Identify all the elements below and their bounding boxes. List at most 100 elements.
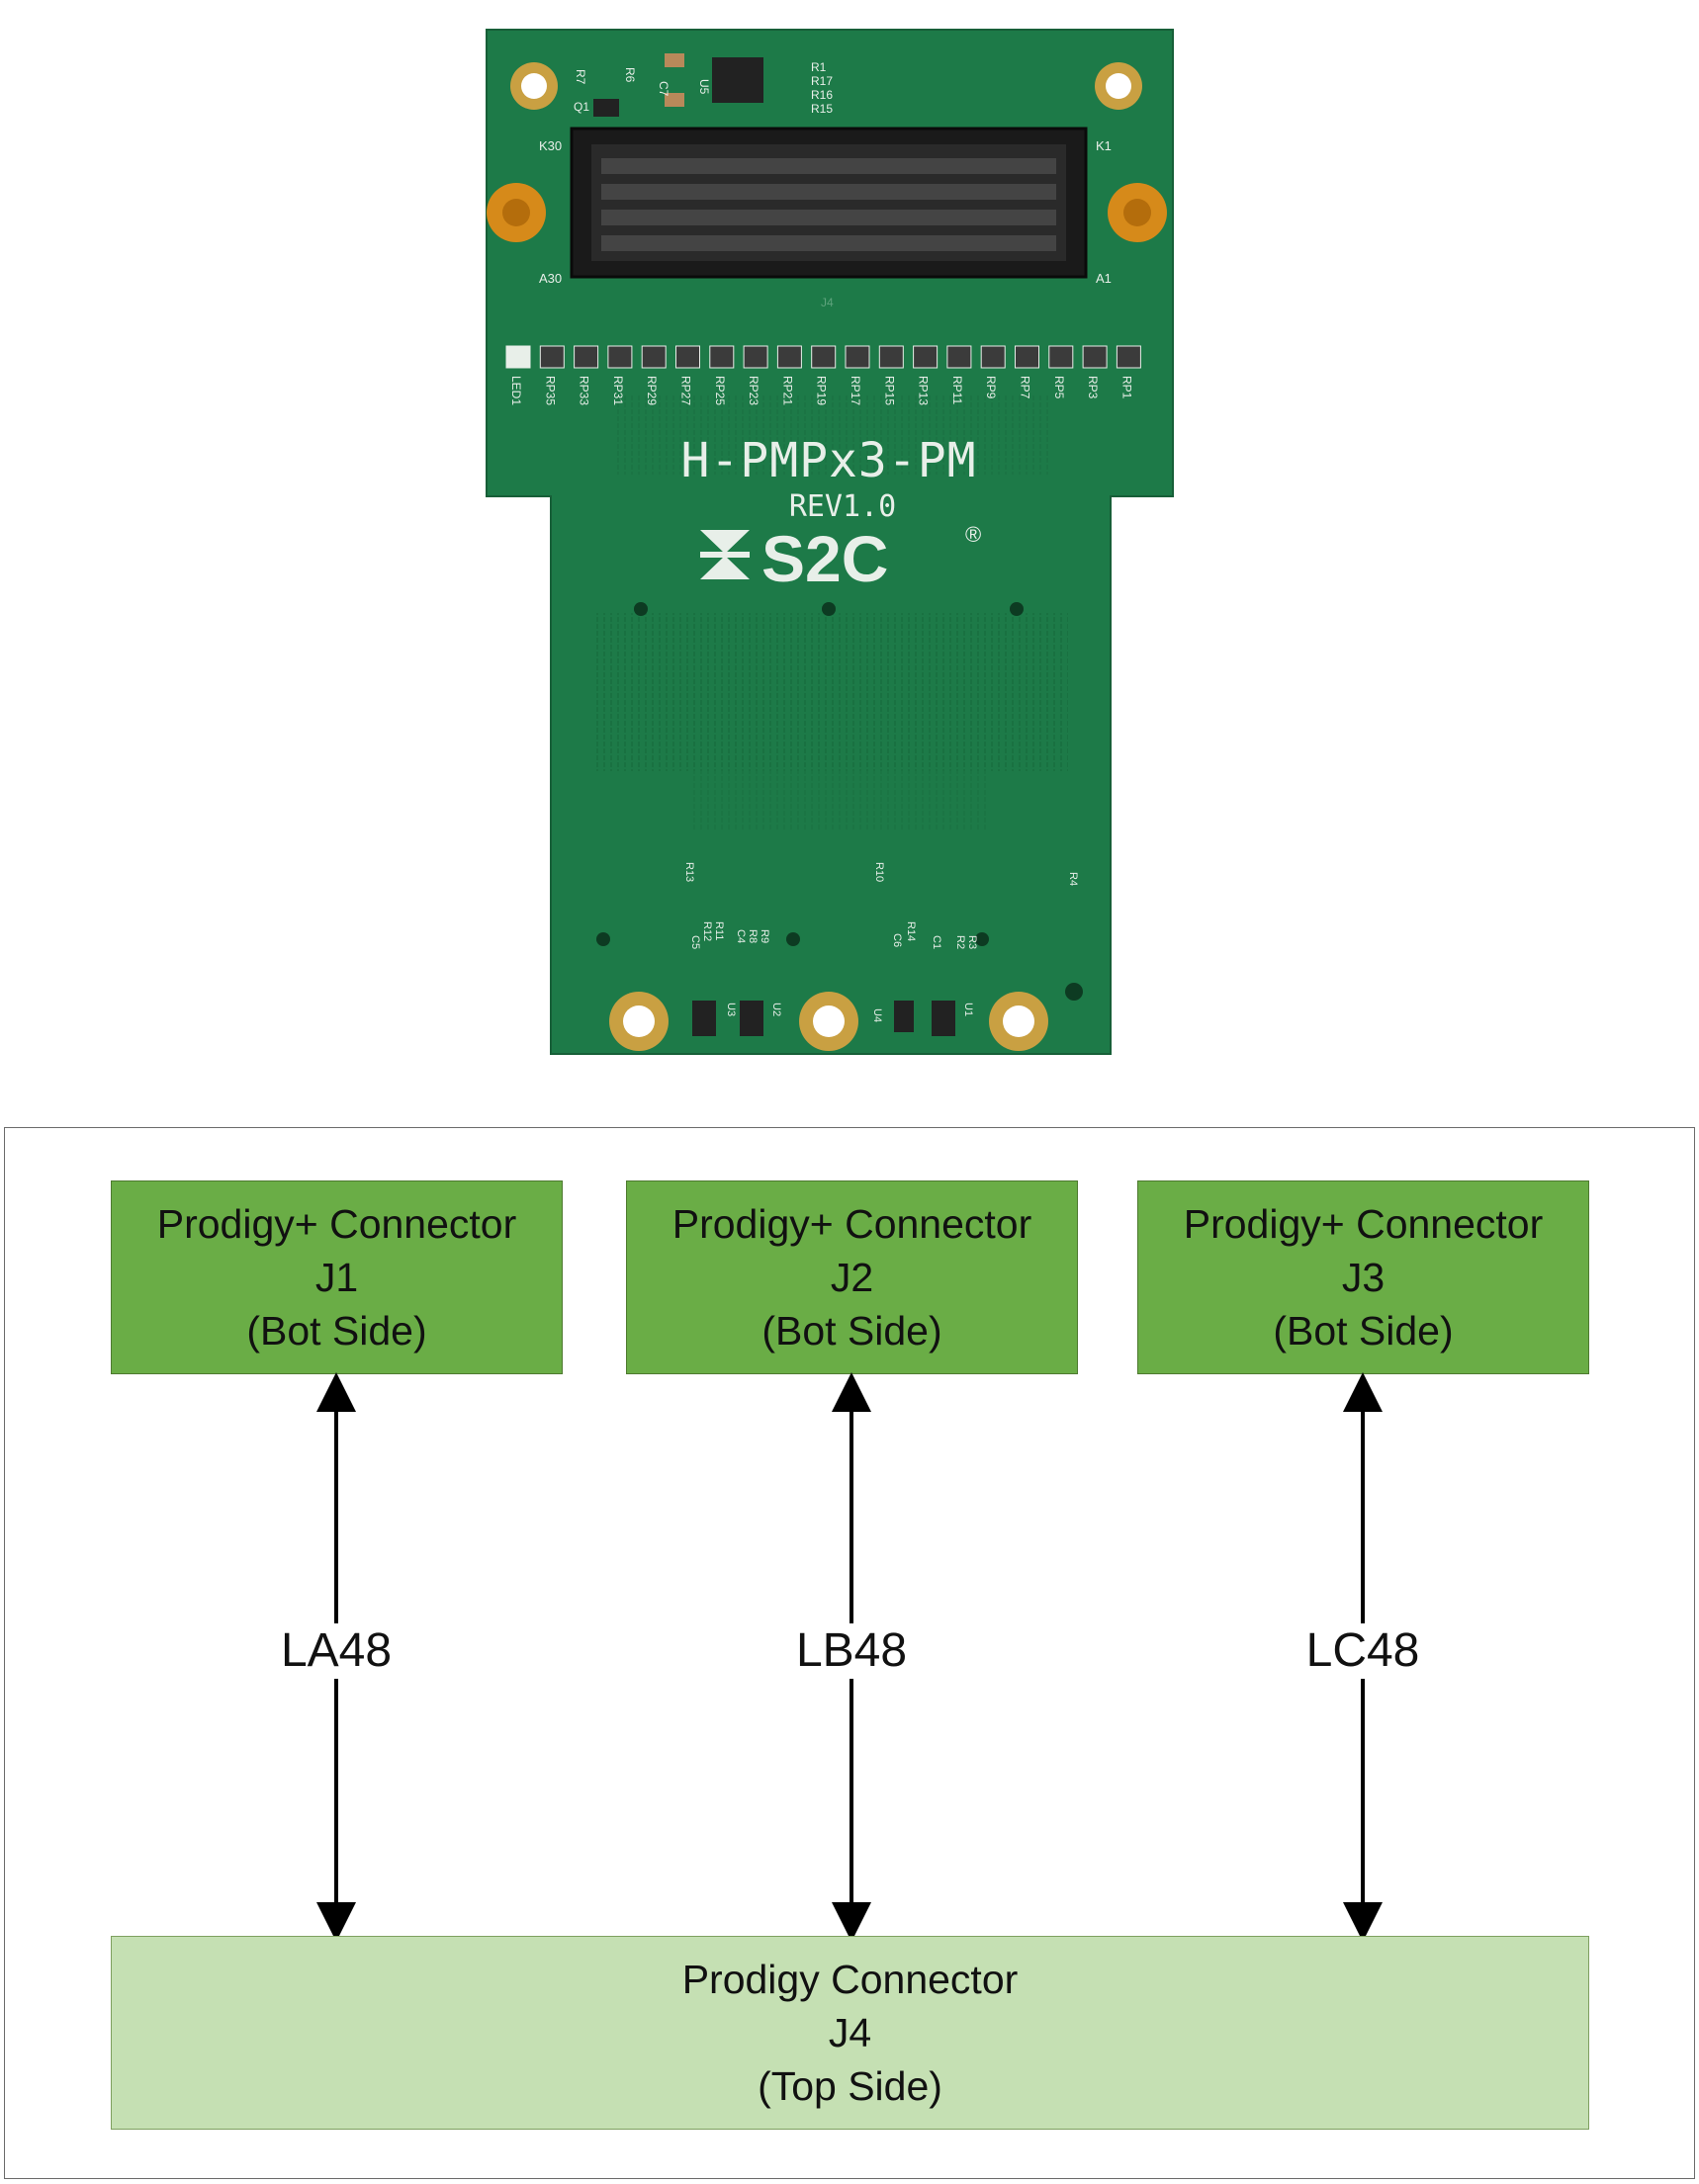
resistor-pack <box>539 345 565 369</box>
silkscreen-label: R10 <box>873 862 885 882</box>
silkscreen-label: R6 <box>623 67 637 83</box>
silkscreen-label: RP19 <box>815 376 829 405</box>
silkscreen-label: RP21 <box>780 376 794 405</box>
silkscreen-label: R2 <box>954 935 966 949</box>
ic-chip <box>932 1001 955 1036</box>
silkscreen-label: C7 <box>657 81 671 97</box>
via <box>822 602 836 616</box>
silkscreen-label: RP11 <box>950 376 964 404</box>
pcb-outline <box>486 29 1174 1055</box>
mounting-hole <box>1095 62 1142 110</box>
resistor-pack <box>1082 345 1108 369</box>
silkscreen-label: R1 <box>811 60 827 74</box>
silkscreen-label: RP9 <box>984 376 998 399</box>
bus-label-lc48: LC48 <box>1284 1623 1442 1679</box>
mounting-hole <box>989 992 1048 1051</box>
resistor-pack <box>1048 345 1074 369</box>
bus-label-la48: LA48 <box>257 1623 415 1679</box>
silkscreen-label: C6 <box>891 933 903 947</box>
connector-name: Prodigy+ Connector <box>1183 1201 1544 1247</box>
connector-j4-box: Prodigy Connector J4 (Top Side) <box>111 1936 1589 2130</box>
silkscreen-label: RP35 <box>543 376 557 405</box>
pin-label: A30 <box>539 271 562 286</box>
silkscreen-label: R8 <box>747 929 759 943</box>
ic-chip <box>692 1001 716 1036</box>
silkscreen-label: R13 <box>683 862 695 882</box>
connector-j2-box: Prodigy+ Connector J2 (Bot Side) <box>626 1180 1078 1374</box>
connector-j1-box: Prodigy+ Connector J1 (Bot Side) <box>111 1180 563 1374</box>
connector-side: (Top Side) <box>758 2063 942 2109</box>
connector-side: (Bot Side) <box>761 1308 942 1354</box>
resistor-pack <box>709 345 735 369</box>
bus-label-lb48: LB48 <box>772 1623 931 1679</box>
silkscreen-label: R17 <box>811 74 833 88</box>
resistor-pack <box>641 345 667 369</box>
mounting-hole <box>510 62 558 110</box>
connector-j3-box: Prodigy+ Connector J3 (Bot Side) <box>1137 1180 1589 1374</box>
pin-label: K1 <box>1096 138 1112 153</box>
resistor-pack <box>878 345 904 369</box>
connector-name: Prodigy+ Connector <box>156 1201 517 1247</box>
silkscreen-label: RP7 <box>1019 376 1032 399</box>
resistor-pack <box>845 345 870 369</box>
main-connector <box>570 127 1088 279</box>
pin-label: K30 <box>539 138 562 153</box>
silkscreen-label: RP29 <box>645 376 659 405</box>
resistor-pack <box>776 345 802 369</box>
ic-chip <box>712 57 763 103</box>
silkscreen-label: R4 <box>1067 872 1079 886</box>
trace-area <box>692 771 989 830</box>
resistor-pack <box>607 345 633 369</box>
via <box>975 932 989 946</box>
silkscreen-label: U1 <box>962 1003 974 1016</box>
silkscreen-label: U4 <box>871 1008 883 1022</box>
logo-registered: ® <box>965 522 981 547</box>
silkscreen-label: RP33 <box>578 376 591 405</box>
pin-label: A1 <box>1096 271 1112 286</box>
silkscreen-label: RP17 <box>849 376 862 405</box>
connector-name: Prodigy Connector <box>681 1957 1019 2002</box>
silkscreen-label: RP31 <box>611 376 625 405</box>
mounting-hole <box>609 992 669 1051</box>
connector-ref: J4 <box>821 296 834 309</box>
connector-side: (Bot Side) <box>1273 1308 1454 1354</box>
connector-ref: J3 <box>1341 1255 1386 1300</box>
silkscreen-label: RP27 <box>679 376 693 405</box>
resistor-pack <box>980 345 1006 369</box>
ic-chip <box>740 1001 763 1036</box>
led <box>505 345 531 369</box>
silkscreen-label: LED1 <box>509 376 523 405</box>
resistor-pack <box>1015 345 1039 369</box>
silkscreen-label: RP5 <box>1052 376 1066 399</box>
ic-chip <box>894 1001 914 1032</box>
silkscreen-label: R3 <box>966 935 978 949</box>
resistor-pack <box>675 345 700 369</box>
silkscreen-label: RP15 <box>882 376 896 405</box>
silkscreen-label: R16 <box>811 88 833 102</box>
standoff <box>1108 183 1167 242</box>
resistor-pack <box>574 345 599 369</box>
silkscreen-label: C5 <box>689 935 701 949</box>
via <box>634 602 648 616</box>
resistor-pack <box>811 345 837 369</box>
silkscreen-label: U5 <box>697 79 711 95</box>
standoff <box>487 183 546 242</box>
silkscreen-label: R15 <box>811 102 833 116</box>
silkscreen-label: R9 <box>759 929 770 943</box>
silkscreen-label: U2 <box>770 1003 782 1016</box>
connector-ref: J1 <box>314 1255 359 1300</box>
resistor-pack <box>743 345 768 369</box>
silkscreen-label: RP13 <box>917 376 931 405</box>
s2c-logo: S2C ® <box>700 522 981 595</box>
trace-area <box>613 395 1048 475</box>
via <box>596 932 610 946</box>
mounting-hole <box>799 992 858 1051</box>
connector-ref: J2 <box>830 1255 874 1300</box>
silkscreen-label: RP23 <box>747 376 760 405</box>
resistor-pack <box>1116 345 1141 369</box>
